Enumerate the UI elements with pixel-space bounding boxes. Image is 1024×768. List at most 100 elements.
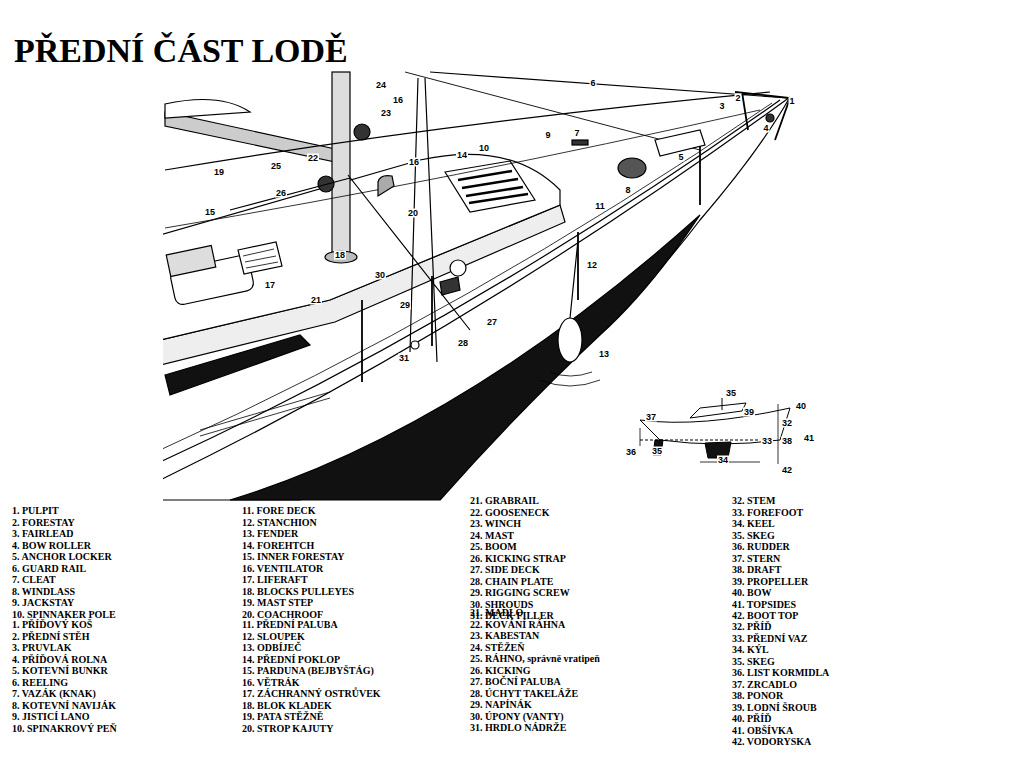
- callout-number: 2: [734, 94, 741, 103]
- callout-number: 19: [213, 168, 225, 177]
- part-name: 14. PŘEDNÍ POKLOP: [242, 654, 340, 665]
- mast-step: [325, 251, 357, 263]
- callout-number: 4: [762, 124, 769, 133]
- inset-mast: [722, 398, 723, 410]
- part-name: 40. BOW: [732, 587, 771, 598]
- part-name: 2. FORESTAY: [12, 517, 75, 528]
- hatch-grill: [458, 171, 528, 203]
- part-name: 27. SIDE DECK: [470, 564, 540, 575]
- part-name: 21. MADLO: [470, 607, 523, 618]
- callout-number: 41: [803, 434, 815, 443]
- callout-number: 16: [408, 158, 420, 167]
- part-name: 34. KÝL: [732, 644, 769, 655]
- part-name: 40. PŘÍĎ: [732, 713, 771, 724]
- page-title: PŘEDNÍ ČÁST LODĚ: [14, 34, 348, 68]
- part-name: 24. MAST: [470, 530, 514, 541]
- part-name: 41. TOPSIDES: [732, 599, 796, 610]
- part-name: 32. STEM: [732, 495, 775, 506]
- callout-number: 11: [594, 202, 606, 211]
- pulpit: [735, 92, 790, 140]
- callout-number: 12: [586, 261, 598, 270]
- part-name: 21. GRABRAIL: [470, 495, 539, 506]
- kicking-strap: [230, 178, 350, 210]
- shrouds: [348, 78, 470, 362]
- inset-cabin: [690, 403, 746, 418]
- part-name: 1. PULPIT: [12, 505, 59, 516]
- part-name: 23. WINCH: [470, 518, 521, 529]
- water-ripples: [540, 372, 600, 386]
- hull: [163, 97, 790, 500]
- part-name: 39. PROPELLER: [732, 576, 808, 587]
- deck-vent: [450, 260, 466, 276]
- part-name: 15. INNER FORESTAY: [242, 551, 345, 562]
- part-name: 24. STĚŽEŇ: [470, 642, 524, 653]
- callout-number: 36: [625, 448, 637, 457]
- mast: [332, 72, 350, 257]
- part-name: 13. FENDER: [242, 528, 298, 539]
- part-name: 41. OBŠÍVKA: [732, 725, 793, 736]
- part-name: 4. BOW ROLLER: [12, 540, 91, 551]
- part-name: 36. LIST KORMIDLA: [732, 667, 829, 678]
- callout-number: 37: [645, 413, 657, 422]
- cabin-window: [165, 335, 310, 395]
- part-name: 38. PONOR: [732, 690, 783, 701]
- callout-number: 17: [264, 281, 276, 290]
- part-name: 18. BLOCKS PULLEYES: [242, 586, 354, 597]
- callout-number: 35: [651, 447, 663, 456]
- part-name: 18. BLOK KLADEK: [242, 700, 332, 711]
- sail-cover: [165, 100, 250, 119]
- part-name: 38. DRAFT: [732, 564, 781, 575]
- part-name: 29. NAPÍNÁK: [470, 699, 532, 710]
- forehatch: [445, 161, 535, 212]
- windlass: [618, 158, 646, 178]
- part-name: 5. ANCHOR LOCKER: [12, 551, 112, 562]
- deck-filler: [411, 341, 419, 349]
- part-name: 12. STANCHION: [242, 517, 317, 528]
- bow-drawing: [163, 72, 790, 500]
- part-name: 42. VODORYSKA: [732, 736, 811, 747]
- hatch-lines: [243, 249, 278, 268]
- part-name: 13. ODBÍJEČ: [242, 642, 301, 653]
- callout-number: 30: [374, 271, 386, 280]
- part-name: 20. COACHROOF: [242, 609, 323, 620]
- callout-number: 21: [310, 296, 322, 305]
- part-name: 17. LIFERAFT: [242, 574, 308, 585]
- part-name: 8. WINDLASS: [12, 586, 75, 597]
- part-name: 7. VAZÁK (KNAK): [12, 688, 96, 699]
- part-name: 35. SKEG: [732, 530, 775, 541]
- callout-number: 5: [677, 153, 684, 162]
- part-name: 20. STROP KAJUTY: [242, 723, 333, 734]
- portlight: [440, 277, 460, 295]
- fender: [558, 318, 582, 362]
- part-name: 11. PŘEDNÍ PALUBA: [242, 619, 338, 630]
- callout-number: 6: [589, 79, 596, 88]
- callout-number: 8: [624, 186, 631, 195]
- callout-number: 9: [544, 131, 551, 140]
- callout-number: 13: [598, 350, 610, 359]
- part-name: 34. KEEL: [732, 518, 775, 529]
- part-name: 42. BOOT TOP: [732, 610, 798, 621]
- part-name: 19. PATA STĚŽNĚ: [242, 711, 323, 722]
- callout-number: 3: [718, 102, 725, 111]
- fender-line: [570, 240, 578, 318]
- part-name: 10. SPINNAKER POLE: [12, 609, 116, 620]
- part-name: 22. GOOSENECK: [470, 507, 549, 518]
- part-name: 3. PRUVLAK: [12, 642, 71, 653]
- part-name: 4. PŘÍĎOVÁ ROLNA: [12, 654, 107, 665]
- bow-roller: [766, 114, 774, 122]
- callout-number: 15: [204, 208, 216, 217]
- part-name: 25. RÁHNO, správně vratipeň: [470, 653, 600, 664]
- part-name: 37. ZRCADLO: [732, 679, 797, 690]
- callout-number: 31: [398, 354, 410, 363]
- part-name: 3. FAIRLEAD: [12, 528, 73, 539]
- instrument-panel: [166, 245, 216, 276]
- callout-number: 29: [399, 301, 411, 310]
- part-name: 33. FOREFOOT: [732, 507, 803, 518]
- part-name: 5. KOTEVNÍ BUNKR: [12, 665, 108, 676]
- part-name: 1. PŘÍĎOVÝ KOŠ: [12, 619, 92, 630]
- part-name: 28. CHAIN PLATE: [470, 576, 553, 587]
- part-name: 16. VĚTRÁK: [242, 677, 300, 688]
- part-name: 27. BOČNÍ PALUBA: [470, 676, 561, 687]
- callout-number: 14: [456, 151, 468, 160]
- callout-number: 34: [717, 456, 729, 465]
